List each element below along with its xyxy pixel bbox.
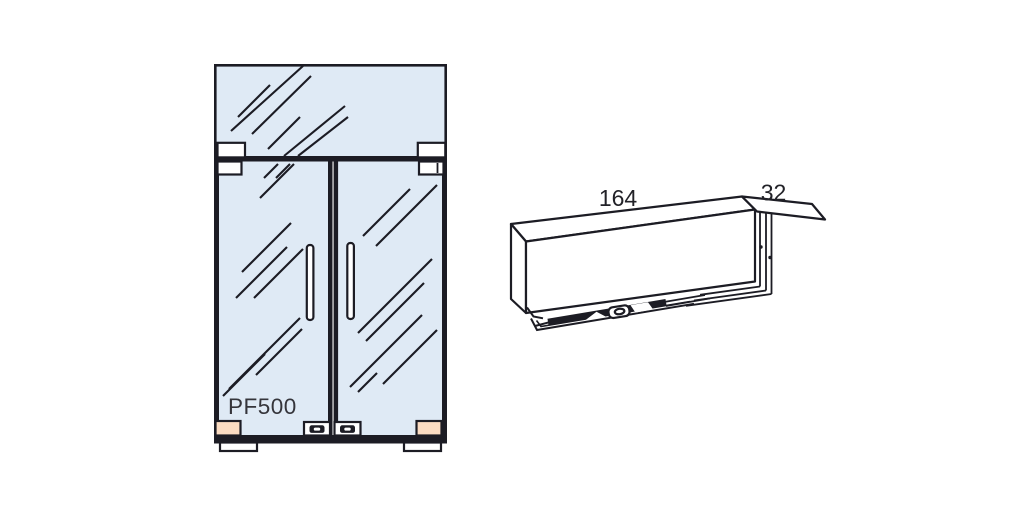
left-door-meeting-stile (328, 161, 333, 437)
screw-dot (768, 255, 772, 260)
transom-patch-fittings (216, 141, 447, 176)
bottom-fitting-left-highlighted (214, 419, 242, 437)
depth-dimension-label: 32 (761, 180, 787, 206)
transom-fitting-top-left-lower (216, 160, 243, 176)
bottom-fitting-right-highlighted (415, 419, 443, 437)
fitting-mount-plate (740, 195, 827, 221)
screw-dot (759, 245, 763, 249)
fitting-front-face (524, 208, 757, 315)
floor-foot-right (402, 441, 443, 453)
pivot-spindle (613, 307, 626, 316)
door-model-label: PF500 (228, 394, 297, 419)
transom-fitting-top-right-upper (416, 141, 447, 159)
door-handle-left (305, 243, 315, 322)
center-bottom-locks (302, 420, 362, 437)
door-frame (214, 64, 447, 444)
bottom-rail (214, 435, 447, 444)
transom-fitting-top-left-upper (216, 141, 247, 159)
patch-fitting-drawing: 164 32 (509, 180, 827, 332)
fitting-base-plate (526, 294, 711, 332)
transom-top-rail (214, 64, 447, 67)
transom-glass-panel (216, 66, 445, 157)
width-dimension-label: 164 (599, 185, 638, 211)
fitting-left-face (509, 222, 528, 315)
right-door-glass (338, 161, 443, 436)
transom-fitting-top-right-lower (417, 160, 445, 176)
right-door-meeting-stile (333, 161, 339, 437)
transom-divider-rail (214, 156, 447, 162)
right-door-outer-stile (442, 161, 447, 437)
floor-foot-left (218, 441, 259, 453)
left-door-outer-stile (214, 161, 219, 437)
transom-left-edge (214, 64, 217, 159)
glass-door-assembly: PF500 (214, 64, 447, 453)
glass-reflections (222, 65, 438, 397)
transom-right-edge (444, 64, 447, 159)
door-handle-right (346, 241, 355, 321)
